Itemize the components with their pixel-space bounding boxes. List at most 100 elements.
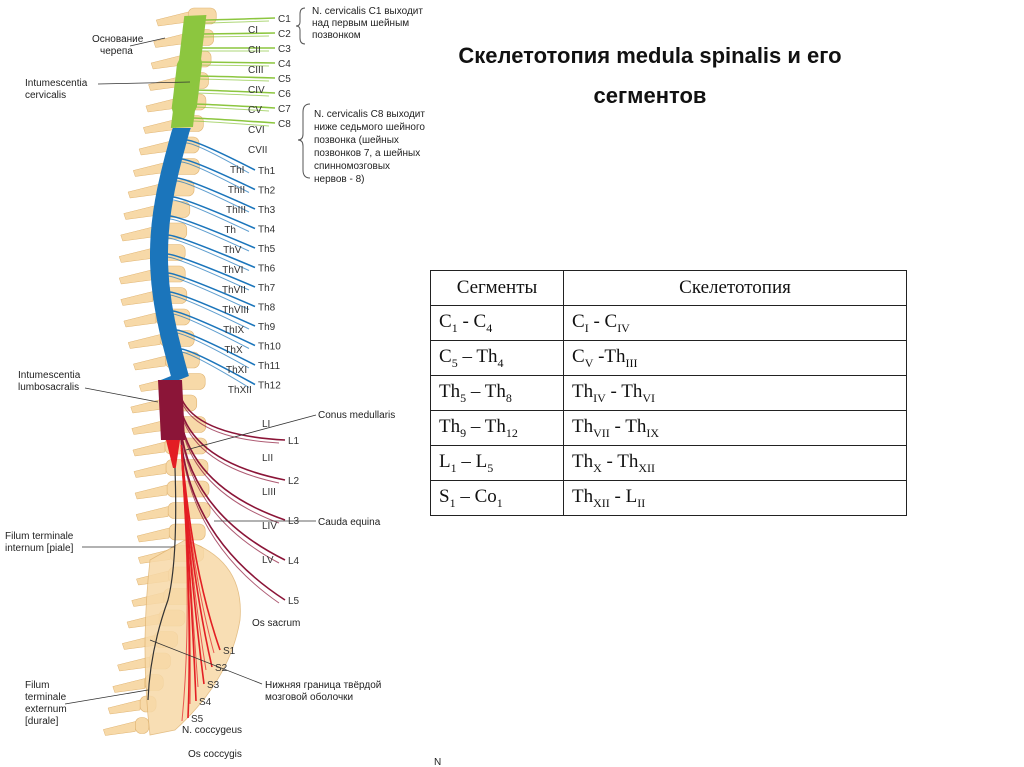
vertebra-body	[135, 717, 150, 734]
table-header-row: Сегменты Скелетотопия	[430, 270, 907, 306]
label-int-cerv-1: Intumescentia	[25, 78, 88, 89]
subscript: II	[637, 495, 646, 510]
label-cauda: Cauda equina	[318, 517, 381, 528]
vertebra-label: LI	[262, 419, 270, 430]
nerve-th12	[180, 348, 256, 386]
cell-segment: Th9 – Th12	[430, 410, 564, 446]
nerve-l5	[180, 437, 286, 601]
text-part: - C	[588, 310, 618, 332]
spinous-process	[118, 248, 152, 263]
nerve-strand	[172, 313, 250, 349]
nerve-label: Th10	[258, 342, 281, 353]
nerve-th6	[167, 234, 256, 269]
spinal-cord-diagram: C1C2C3C4C5C6C7C8Th1Th2Th3Th4Th5Th6Th7Th8…	[5, 6, 441, 767]
spinal-cord	[147, 15, 207, 701]
vertebra-label: ThXII	[228, 385, 252, 396]
label-bottom-n: N	[434, 757, 441, 767]
vertebra-label: LV	[262, 555, 274, 566]
nerve-label: Th11	[258, 361, 280, 372]
nerve-label: Th1	[258, 166, 276, 177]
vertebra-label: ThV	[223, 245, 242, 256]
text-part: - Th	[609, 415, 647, 437]
text-part: – Th	[457, 345, 498, 367]
cord-cervical	[170, 15, 207, 128]
vertebra-label: ThIII	[226, 205, 246, 216]
nerve-label: C2	[278, 29, 291, 40]
header-segments: Сегменты	[430, 270, 564, 306]
spinous-process	[134, 484, 168, 500]
nerve-label: C8	[278, 119, 291, 130]
cord-thoracic	[150, 128, 191, 380]
label-filum-ext-1: Filum	[25, 680, 49, 691]
nerve-th9	[169, 291, 256, 327]
text-part: Th	[572, 380, 594, 402]
note-c8-line5: спинномозговых	[314, 161, 390, 172]
cell-skeletotopy: ThX - ThXII	[563, 445, 907, 481]
nerve-strand	[180, 440, 280, 604]
cell-skeletotopy: ThXII - LII	[563, 480, 907, 516]
nerve-th3	[176, 177, 256, 210]
cell-segment: C1 - C4	[430, 305, 564, 341]
text-part: – Co	[455, 485, 497, 507]
nerve-label: Th9	[258, 322, 276, 333]
nerve-c4	[197, 61, 276, 64]
nerve-strand	[176, 332, 250, 369]
filum-terminale	[147, 467, 177, 701]
text-part: Th	[439, 380, 461, 402]
nerve-th7	[166, 253, 256, 288]
subscript: V	[584, 355, 594, 370]
vertebra-label: LII	[262, 453, 273, 464]
nerve-l4	[179, 425, 286, 561]
subscript: IV	[617, 320, 630, 335]
text-part: L	[439, 450, 451, 472]
text-part: Th	[572, 485, 594, 507]
text-part: – L	[456, 450, 488, 472]
nerve-th1	[186, 139, 256, 171]
nerve-strand	[167, 237, 250, 271]
text-part: C	[572, 345, 585, 367]
note-c8-line4: позвонков 7, а шейных	[314, 148, 420, 159]
subscript: 1	[496, 495, 503, 510]
vertebra-label: LIV	[262, 521, 277, 532]
nerve-label: L4	[288, 556, 300, 567]
label-os-coccygis: Os coccygis	[188, 749, 242, 760]
label-filum-ext-4: [durale]	[25, 716, 59, 727]
vertebra-label: ThIX	[223, 325, 244, 336]
subscript: III	[625, 355, 638, 370]
nerve-label: C4	[278, 59, 291, 70]
vertebra-label: ThI	[230, 165, 244, 176]
label-int-lumb-1: Intumescentia	[18, 370, 81, 381]
nerve-label: S5	[191, 714, 204, 725]
label-conus: Conus medullaris	[318, 410, 395, 421]
nerve-label: L3	[288, 516, 300, 527]
text-part: – Th	[466, 415, 506, 437]
nerve-strand	[172, 199, 250, 232]
nerve-label: Th2	[258, 186, 276, 197]
nerve-th2	[181, 158, 256, 191]
nerve-label: S4	[199, 697, 212, 708]
nerve-label: C1	[278, 14, 291, 25]
vertebra-label: ThX	[224, 345, 243, 356]
title-line-1: Скелетотопия medula spinalis и его	[458, 43, 842, 68]
text-part: C	[439, 345, 452, 367]
cell-segment: S1 – Co1	[430, 480, 564, 516]
subscript: 12	[505, 425, 518, 440]
vertebra-label: LIII	[262, 487, 276, 498]
subscript: I	[584, 320, 589, 335]
nerve-label: L1	[288, 436, 300, 447]
subscript: IV	[593, 390, 606, 405]
nerve-th5	[169, 215, 256, 249]
label-int-lumb-2: lumbosacralis	[18, 382, 79, 393]
subscript: 5	[451, 355, 458, 370]
cell-skeletotopy: ThVII - ThIX	[563, 410, 907, 446]
nerve-label: C5	[278, 74, 291, 85]
text-part: C	[439, 310, 452, 332]
subscript: XII	[593, 495, 610, 510]
nerve-th8	[167, 272, 256, 308]
label-filum-ext-2: terminale	[25, 692, 67, 703]
vertebra-label: ThVI	[222, 265, 243, 276]
note-c1-line1: N. cervicalis C1 выходит	[312, 6, 423, 17]
